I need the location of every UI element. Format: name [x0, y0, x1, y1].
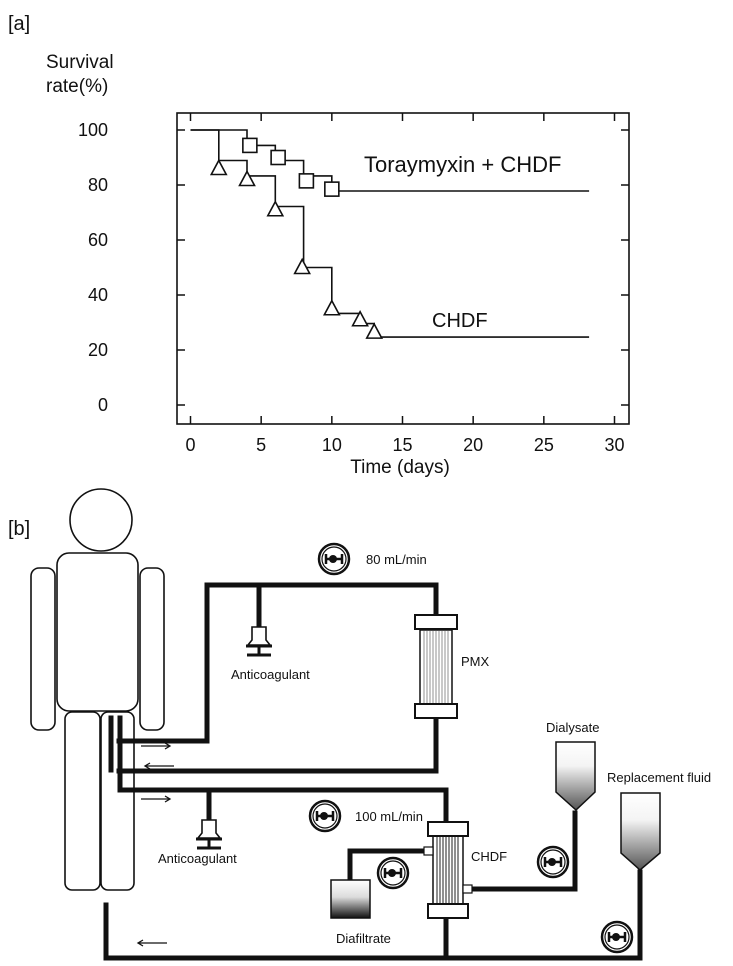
- chdf-column: [423, 821, 473, 919]
- censor-marker-square: [242, 137, 258, 154]
- x-tick-label: 20: [463, 435, 483, 455]
- pmx-arterial-line: [116, 582, 439, 744]
- arrow-out-1: [141, 742, 172, 750]
- flow-rate-80: 80 mL/min: [366, 552, 427, 567]
- panel-b-label: [b]: [8, 518, 30, 540]
- y-tick-label: 0: [98, 395, 108, 415]
- y-tick-label: 60: [88, 230, 108, 250]
- chdf-arterial-line: [118, 787, 449, 827]
- pmx-label: PMX: [461, 654, 490, 669]
- series-layer: [190, 129, 590, 339]
- x-tick-label: 15: [392, 435, 412, 455]
- y-axis-title-line-1: Survival: [46, 52, 114, 73]
- patient-torso: [56, 552, 139, 712]
- x-tick-label: 10: [322, 435, 342, 455]
- censor-marker-triangle: [322, 299, 341, 316]
- pump-icon: [317, 542, 351, 576]
- dialysate-label: Dialysate: [546, 720, 599, 735]
- censor-marker-square: [270, 149, 286, 166]
- chdf-return-line: [103, 911, 449, 961]
- arrow-in-1: [143, 762, 174, 770]
- flow-arrows: [136, 742, 174, 947]
- catheter-lines: [103, 715, 123, 961]
- censor-marker-triangle: [293, 257, 311, 275]
- y-axis-title: Survival rate(%): [46, 52, 114, 97]
- x-tick-label: 5: [256, 435, 266, 455]
- censor-marker-triangle: [351, 310, 369, 327]
- dialysate-line: [460, 810, 578, 892]
- censor-marker-square: [298, 173, 315, 189]
- pump-icon: [536, 845, 570, 879]
- x-axis-title: Time (days): [350, 457, 450, 478]
- replacement-line: [443, 869, 643, 961]
- diafiltrate-label: Diafiltrate: [336, 931, 391, 946]
- diafiltrate-line: [347, 848, 436, 883]
- y-axis: 0 20 40 60 80 100: [78, 120, 629, 415]
- censor-marker-square: [324, 181, 340, 197]
- y-tick-label: 20: [88, 340, 108, 360]
- dialysate-bag: [555, 741, 596, 812]
- x-tick-label: 0: [185, 435, 195, 455]
- diafiltrate-container: [330, 879, 371, 919]
- pump-icon: [308, 799, 342, 833]
- censor-marker-triangle: [238, 169, 256, 187]
- y-tick-label: 80: [88, 175, 108, 195]
- circuit-tubing: [103, 582, 643, 961]
- syringe-icon: [246, 626, 272, 657]
- replacement-fluid-bag: [620, 792, 661, 871]
- series-label-toraymyxin: Toraymyxin + CHDF: [364, 152, 561, 177]
- y-tick-label: 100: [78, 120, 108, 140]
- pmx-column: [414, 614, 458, 719]
- arrow-return: [136, 939, 167, 947]
- x-tick-label: 25: [534, 435, 554, 455]
- y-axis-title-line-2: rate(%): [46, 76, 108, 97]
- x-tick-label: 30: [604, 435, 624, 455]
- y-tick-label: 40: [88, 285, 108, 305]
- pump-icon: [376, 856, 410, 890]
- chdf-column-label: CHDF: [471, 849, 507, 864]
- replacement-fluid-label: Replacement fluid: [607, 770, 711, 785]
- x-axis: 0 5 10 15 20 25 30: [185, 113, 625, 455]
- censor-marker-triangle: [266, 200, 285, 217]
- patient-head: [69, 488, 133, 552]
- arrow-out-2: [141, 795, 172, 803]
- anticoagulant-label-top: Anticoagulant: [231, 667, 310, 682]
- censor-marker-triangle: [365, 322, 384, 339]
- censor-marker-triangle: [209, 158, 228, 176]
- patient-right-arm: [139, 567, 165, 731]
- series-label-chdf: CHDF: [432, 310, 488, 332]
- panel-a-label: [a]: [8, 13, 30, 35]
- anticoagulant-label-bottom: Anticoagulant: [158, 851, 237, 866]
- syringe-icon: [196, 819, 222, 850]
- pump-icon: [600, 920, 634, 954]
- flow-rate-100: 100 mL/min: [355, 809, 423, 824]
- patient-left-arm: [30, 567, 56, 731]
- pmx-return-line: [116, 711, 439, 774]
- patient-left-leg: [64, 711, 101, 891]
- patient-figure: [30, 488, 165, 891]
